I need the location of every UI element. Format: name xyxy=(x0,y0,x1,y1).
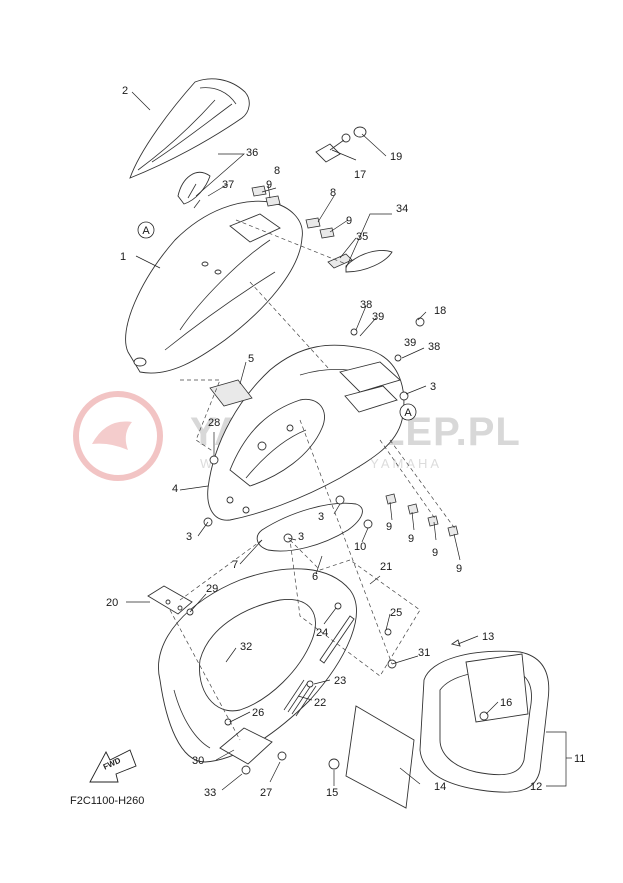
callout: 2 xyxy=(122,85,128,97)
callout: 9 xyxy=(386,521,392,533)
callout: 9 xyxy=(346,215,352,227)
callout: 10 xyxy=(354,541,366,553)
callout: 39 xyxy=(404,337,416,349)
plate-part-5 xyxy=(209,379,253,407)
callout: 23 xyxy=(334,675,346,687)
callout: 30 xyxy=(192,755,204,767)
callout: 32 xyxy=(240,641,252,653)
spring-part-22 xyxy=(283,615,355,717)
bolts xyxy=(186,317,425,775)
callout: 1 xyxy=(120,251,126,263)
callout: 13 xyxy=(482,631,494,643)
callout: 25 xyxy=(390,607,402,619)
callout-numbers: 2 1 36 37 8 9 8 9 17 19 34 35 38 39 18 3… xyxy=(106,85,585,799)
lid-part-14 xyxy=(345,705,415,809)
callout: 4 xyxy=(172,483,178,495)
callout: 14 xyxy=(434,781,446,793)
assembly-lines xyxy=(169,219,457,741)
callout: 38 xyxy=(360,299,372,311)
callout: 22 xyxy=(314,697,326,709)
panel-part-7 xyxy=(256,502,363,552)
callout: 9 xyxy=(432,547,438,559)
callout: 17 xyxy=(354,169,366,181)
callout: 16 xyxy=(500,697,512,709)
callout: 3 xyxy=(430,381,436,393)
callout: 31 xyxy=(418,647,430,659)
callout: 8 xyxy=(274,165,280,177)
callout: 38 xyxy=(428,341,440,353)
clips-part-9 xyxy=(385,493,459,537)
callout: 3 xyxy=(318,511,324,523)
reference-mark-a-right: A xyxy=(404,407,412,419)
callout: 8 xyxy=(330,187,336,199)
frame-part-4 xyxy=(207,344,405,521)
callout: 27 xyxy=(260,787,272,799)
callout: 34 xyxy=(396,203,408,215)
callout: 29 xyxy=(206,583,218,595)
vent-part-36 xyxy=(177,171,211,209)
hood-cover-part-2 xyxy=(129,78,250,179)
callout: 3 xyxy=(186,531,192,543)
watermark-logo xyxy=(73,391,163,481)
callout: 5 xyxy=(248,353,254,365)
callout: 3 xyxy=(298,531,304,543)
diagram-code: F2C1100-H260 xyxy=(70,795,144,807)
reference-mark-a-top: A xyxy=(142,225,150,237)
callout: 21 xyxy=(380,561,392,573)
fwd-arrow: FWD xyxy=(89,749,137,783)
switch-part-17-19 xyxy=(315,126,367,163)
callout: 19 xyxy=(390,151,402,163)
bracket-part-20 xyxy=(147,585,193,615)
hood-part-1 xyxy=(125,200,303,374)
callout: 6 xyxy=(312,571,318,583)
callout: 11 xyxy=(574,753,585,765)
callout: 35 xyxy=(356,231,368,243)
storage-box-part-11 xyxy=(419,650,550,793)
body-tray xyxy=(158,568,357,763)
callout: 33 xyxy=(204,787,216,799)
callout: 26 xyxy=(252,707,264,719)
watermark-logo-mark xyxy=(92,421,132,450)
leader-lines xyxy=(126,91,572,791)
callout: 18 xyxy=(434,305,446,317)
callout: 28 xyxy=(208,417,220,429)
callout: 36 xyxy=(246,147,258,159)
callout: 9 xyxy=(408,533,414,545)
callout: 9 xyxy=(266,179,272,191)
callout: 37 xyxy=(222,179,234,191)
callout: 24 xyxy=(316,627,328,639)
callout: 20 xyxy=(106,597,118,609)
bracket-part-30 xyxy=(219,727,273,765)
pads-part-8-9 xyxy=(251,185,335,239)
callout: 15 xyxy=(326,787,338,799)
callout: 12 xyxy=(530,781,542,793)
callout: 7 xyxy=(232,559,238,571)
callout: 39 xyxy=(372,311,384,323)
callout: 9 xyxy=(456,563,462,575)
lens-part-34-35 xyxy=(327,250,393,273)
reference-marks: A A xyxy=(137,221,417,421)
